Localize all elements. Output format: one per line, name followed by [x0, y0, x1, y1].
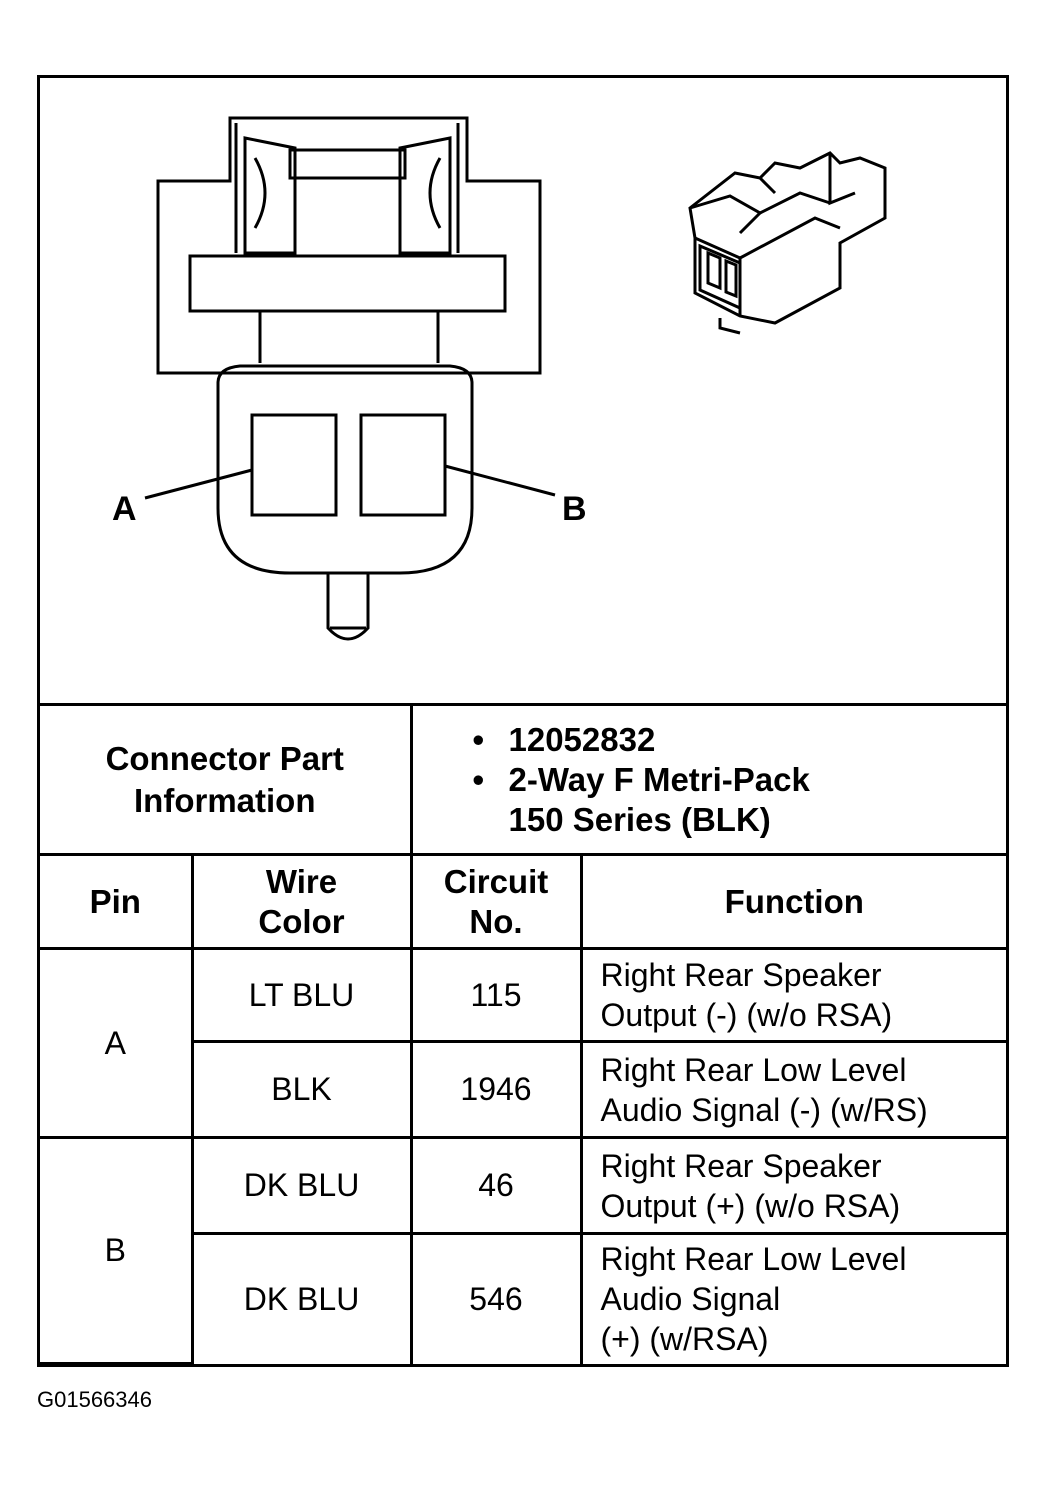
- part-info-label-text: Connector Part Information: [105, 739, 344, 819]
- latch-right: [398, 136, 452, 255]
- function-cell: Right Rear Low Level Audio Signal (-) (w…: [579, 1040, 1006, 1139]
- circuit-cell: 546: [409, 1232, 583, 1364]
- leader-b: [444, 464, 556, 497]
- function-cell: Right Rear Speaker Output (-) (w/o RSA): [579, 947, 1006, 1043]
- cavity-a: [250, 413, 338, 517]
- table-row: DK BLU 546 Right Rear Low Level Audio Si…: [40, 1232, 1006, 1364]
- function-line: Audio Signal (-) (w/RS): [600, 1091, 928, 1128]
- function-line: Right Rear Speaker: [600, 1147, 882, 1184]
- header-wire-color: Wire Color: [190, 853, 413, 950]
- part-info-label: Connector Part Information: [40, 703, 413, 856]
- header-circuit-text: Circuit No.: [443, 862, 549, 940]
- function-line: (+) (w/RSA): [600, 1321, 769, 1358]
- latch-rails: [234, 123, 460, 253]
- connector-info-table: Connector Part Information 12052832 2-Wa…: [40, 703, 1006, 1365]
- housing-outline: [156, 116, 542, 375]
- table-row: A LT BLU 115 Right Rear Speaker Output (…: [40, 947, 1006, 1139]
- circuit-cell: 115: [409, 947, 583, 1043]
- wire-color-cell: DK BLU: [190, 1136, 413, 1235]
- table-row: BLK 1946 Right Rear Low Level Audio Sign…: [40, 1040, 1006, 1139]
- circuit-cell: 46: [409, 1136, 583, 1235]
- function-cell: Right Rear Speaker Output (+) (w/o RSA): [579, 1136, 1006, 1235]
- header-wire-color-text: Wire Color: [258, 862, 345, 940]
- table-header-row: Pin Wire Color Circuit No. Function: [40, 853, 1006, 950]
- table-row: B DK BLU 46 Right Rear Speaker Output (+…: [40, 1136, 1006, 1365]
- connector-iso-view: [688, 151, 887, 335]
- bottom-tab: [326, 573, 370, 641]
- neck-lines: [258, 311, 440, 363]
- connector-drawing-area: A B: [40, 78, 1006, 703]
- function-line: Right Rear Low Level: [600, 1051, 907, 1088]
- latch-left: [243, 136, 297, 255]
- wire-color-cell: DK BLU: [192, 1232, 413, 1364]
- function-line: Audio Signal: [600, 1281, 781, 1318]
- wire-color-cell: BLK: [192, 1040, 413, 1139]
- function-line: Right Rear Low Level: [600, 1241, 907, 1278]
- header-pin: Pin: [40, 853, 194, 950]
- connector-front-view: A B: [112, 116, 887, 641]
- part-description: 2-Way F Metri-Pack 150 Series (BLK): [473, 760, 839, 840]
- pin-cell-a: A: [40, 947, 194, 1139]
- figure-id: G01566346: [37, 1387, 152, 1412]
- leader-a: [144, 468, 253, 500]
- pin-label-a: A: [112, 490, 137, 528]
- header-function: Function: [579, 853, 1006, 950]
- function-line: Output (-) (w/o RSA): [600, 997, 893, 1033]
- figure-frame: A B Connector: [37, 75, 1009, 1367]
- latch-center: [288, 148, 407, 180]
- connector-body: [216, 364, 474, 575]
- pin-cell-b: B: [40, 1136, 194, 1365]
- part-info-row: Connector Part Information 12052832 2-Wa…: [40, 703, 1007, 856]
- latch-curves: [253, 157, 442, 229]
- cavity-b: [359, 413, 447, 517]
- part-number: 12052832: [473, 720, 1007, 760]
- part-info-values: 12052832 2-Way F Metri-Pack 150 Series (…: [409, 703, 1007, 856]
- pin-label-b: B: [562, 490, 587, 528]
- function-line: Right Rear Speaker: [600, 957, 882, 993]
- lock-bar: [188, 254, 507, 313]
- wire-color-cell: LT BLU: [190, 947, 413, 1043]
- function-line: Output (+) (w/o RSA): [600, 1187, 901, 1224]
- circuit-cell: 1946: [409, 1040, 583, 1139]
- header-circuit: Circuit No.: [409, 853, 583, 950]
- function-cell: Right Rear Low Level Audio Signal (+) (w…: [579, 1232, 1006, 1364]
